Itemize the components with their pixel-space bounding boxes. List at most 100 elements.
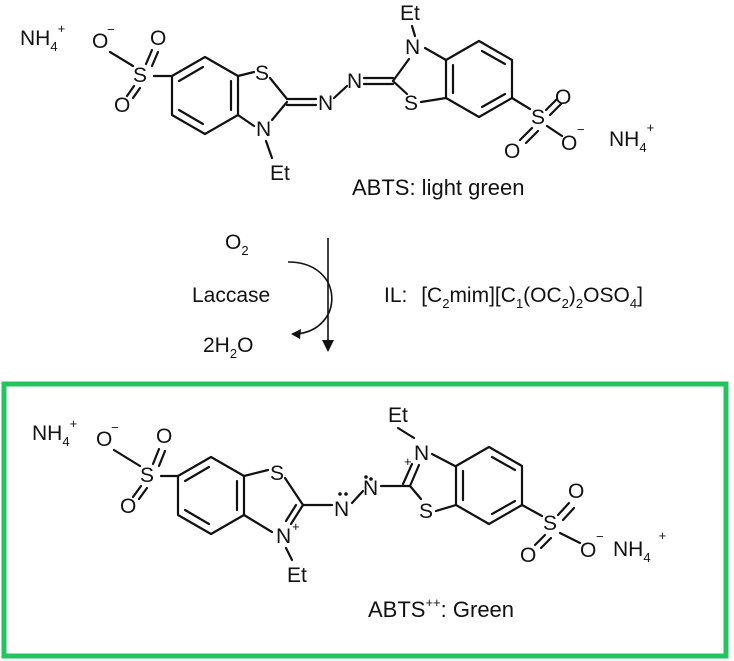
bond	[561, 506, 576, 522]
ethyl-group: Et	[287, 564, 307, 587]
sulfonate-oxygen: O	[504, 140, 520, 163]
benzene-ring	[454, 445, 524, 526]
bond	[289, 503, 305, 526]
sulfonate-oxygen: O	[150, 27, 166, 50]
bond	[533, 533, 547, 547]
ammonium-left: NH4+	[20, 21, 65, 54]
sulfonate-oxygen: O	[520, 544, 536, 567]
bond	[545, 124, 564, 138]
bond	[408, 463, 421, 488]
bond	[434, 503, 458, 513]
sulfonate-oxygen-minus: O	[580, 539, 596, 562]
bond	[183, 465, 211, 483]
abts-structure: NH4+ O − O S O S N Et N N	[20, 2, 654, 200]
bond	[480, 49, 507, 66]
ammonium-left: NH4+	[32, 416, 77, 449]
minus-charge: −	[107, 22, 115, 37]
bond	[125, 84, 136, 98]
radical-dot	[344, 492, 348, 496]
minus-charge: −	[577, 122, 585, 137]
radical-dot	[364, 475, 368, 479]
azo-nitrogen: N	[334, 498, 349, 521]
ethyl-group: Et	[388, 404, 408, 427]
ring-nitrogen: N	[405, 36, 420, 59]
bond	[510, 96, 532, 111]
reagent-oxygen: O2	[225, 231, 249, 258]
ring-nitrogen: N	[256, 118, 271, 141]
bond	[151, 447, 161, 466]
bond	[144, 48, 154, 66]
ring-sulfur: S	[404, 92, 418, 115]
ethyl-group: Et	[270, 162, 290, 185]
radical-dot	[338, 492, 342, 496]
bond	[548, 102, 563, 117]
azo-nitrogen: N	[363, 477, 378, 500]
bond	[518, 126, 534, 142]
ring-sulfur: S	[419, 500, 433, 523]
ammonium-right: NH4+	[609, 120, 654, 155]
bond	[177, 65, 205, 83]
sulfonate-sulfur: S	[531, 106, 545, 129]
bond	[423, 46, 448, 62]
bond	[480, 92, 507, 109]
product-highlight-box	[1, 381, 729, 659]
bond	[408, 484, 423, 501]
ring-nitrogen: N	[276, 525, 291, 548]
radical-dot	[369, 477, 373, 481]
bond	[242, 468, 270, 478]
abts-radical-structure: NH4+ O − O S O S N + Et N N	[32, 404, 666, 622]
bond	[108, 50, 135, 68]
azo-nitrogen: N	[318, 92, 333, 115]
bond	[490, 455, 517, 472]
positive-charge: +	[404, 454, 412, 469]
ammonium-right: NH4+	[613, 528, 666, 565]
bond	[236, 113, 256, 128]
bond	[283, 476, 305, 507]
reaction-conditions: O2 Laccase 2H2O IL: [C2mim][C1(OC2)2OSO4…	[192, 231, 643, 361]
enzyme-label: Laccase	[192, 284, 270, 307]
bond	[177, 108, 205, 126]
bond	[242, 513, 274, 534]
bond	[183, 508, 211, 526]
benzene-ring	[176, 455, 246, 536]
curved-arrow-head	[291, 329, 301, 339]
sulfonate-sulfur: S	[133, 64, 147, 87]
bond	[396, 426, 416, 440]
ethyl-group: Et	[400, 2, 420, 25]
bond	[544, 97, 559, 112]
sulfonate-oxygen-minus: O	[561, 132, 577, 155]
bond	[268, 76, 289, 101]
byproduct-water: 2H2O	[203, 334, 253, 361]
ionic-liquid-label: IL: [C2mim][C1(OC2)2OSO4]	[384, 284, 643, 311]
bond	[391, 57, 411, 83]
bond	[401, 462, 414, 486]
bond	[150, 50, 160, 68]
bond	[284, 503, 298, 523]
bond	[350, 489, 365, 505]
sulfonate-oxygen: O	[114, 94, 130, 117]
sulfonate-oxygen-minus: O	[96, 428, 112, 451]
abts-radical-caption: ABTS++: Green	[368, 595, 514, 622]
benzene-ring	[444, 39, 514, 119]
arrow-head	[322, 340, 334, 352]
minus-charge: −	[596, 529, 604, 544]
minus-charge: −	[111, 420, 119, 435]
bond	[270, 100, 289, 122]
abts-caption: ABTS: light green	[352, 175, 524, 200]
ring-sulfur: S	[255, 62, 269, 85]
bond	[410, 24, 417, 38]
bond	[131, 484, 143, 499]
bond	[539, 536, 553, 550]
bond	[558, 531, 582, 545]
sulfonate-sulfur: S	[543, 512, 557, 535]
sulfonate-oxygen: O	[555, 86, 571, 109]
bond	[556, 501, 571, 517]
curved-arrow	[287, 261, 333, 335]
bond	[131, 86, 142, 100]
positive-charge: +	[292, 519, 300, 534]
sulfonate-oxygen: O	[156, 425, 172, 448]
ring-sulfur: S	[270, 462, 284, 485]
bond	[391, 79, 409, 96]
sulfonate-oxygen: O	[568, 480, 584, 503]
